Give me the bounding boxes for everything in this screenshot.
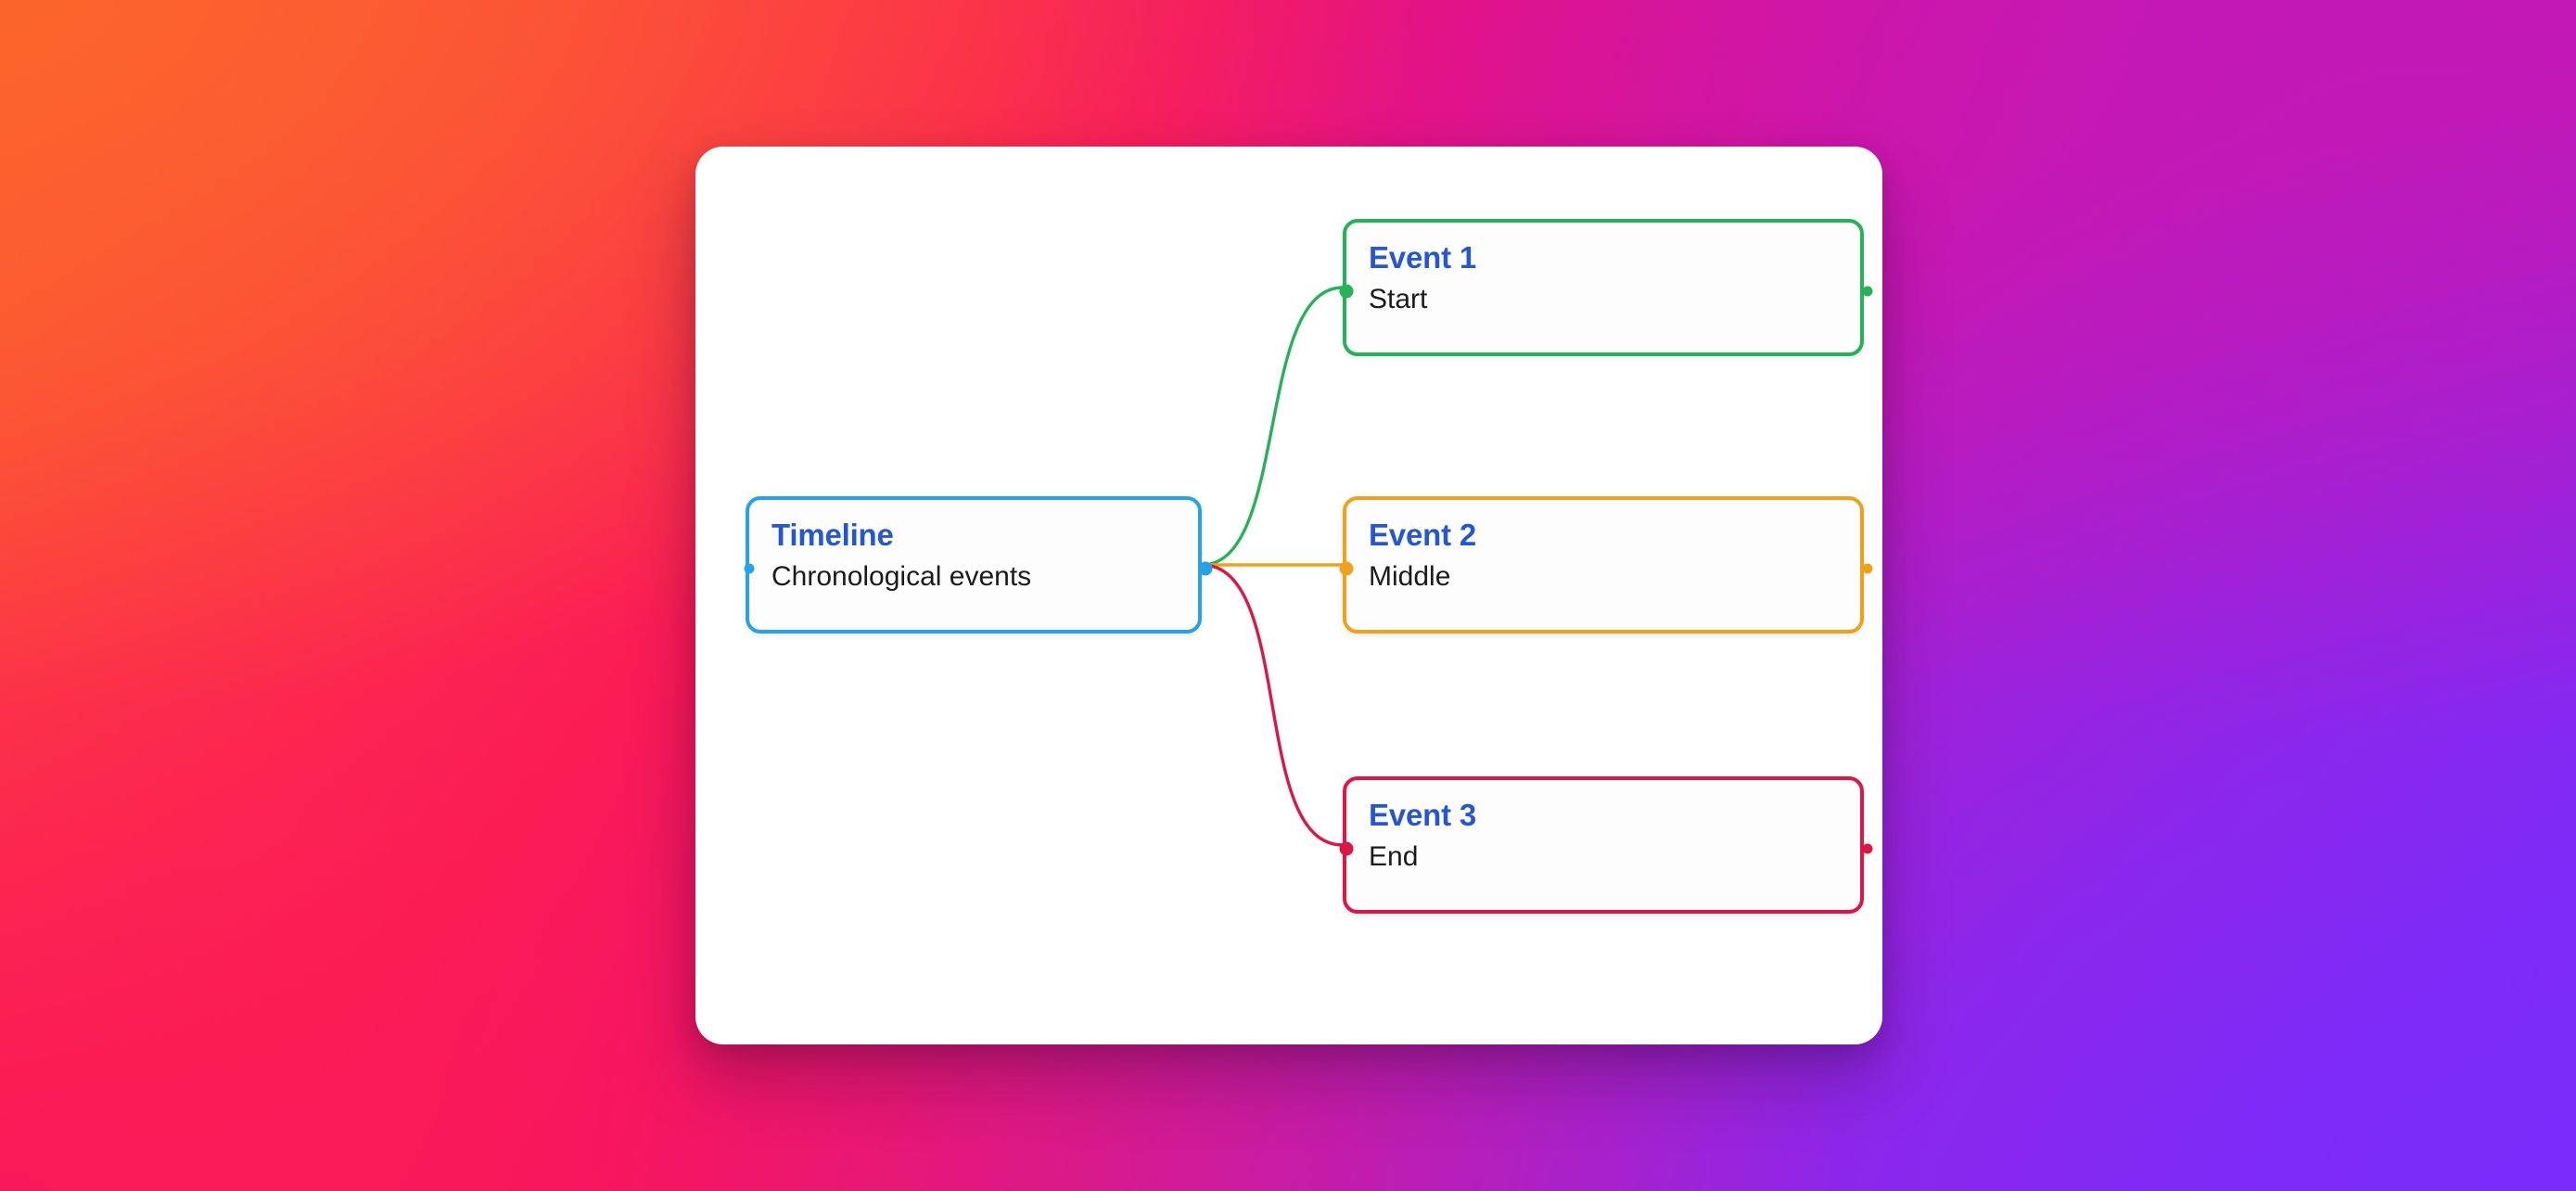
node-root[interactable]: Timeline Chronological events (744, 496, 1213, 634)
handle-root-right[interactable] (1198, 561, 1213, 576)
edge-root-to-event-1 (1200, 286, 1345, 567)
node-root-subtitle: Chronological events (772, 560, 1032, 592)
node-event-1-subtitle: Start (1369, 283, 1428, 314)
node-event-3[interactable]: Event 3 End (1339, 776, 1873, 914)
node-event-2[interactable]: Event 2 Middle (1339, 496, 1873, 634)
node-event-3-subtitle: End (1369, 840, 1419, 872)
handle-event-2-left[interactable] (1339, 561, 1354, 576)
node-event-3-title: Event 3 (1369, 798, 1476, 832)
node-root-title: Timeline (772, 518, 894, 552)
node-event-2-title: Event 2 (1369, 518, 1476, 552)
handle-event-3-left[interactable] (1339, 841, 1354, 856)
diagram-card: Timeline Chronological events Event 1 St… (695, 147, 1882, 1044)
handle-event-1-right[interactable] (1862, 286, 1873, 297)
node-event-2-subtitle: Middle (1369, 560, 1451, 592)
handle-root-left[interactable] (744, 563, 755, 574)
handle-event-2-right[interactable] (1862, 563, 1873, 574)
handle-event-1-left[interactable] (1339, 284, 1354, 299)
edge-root-to-event-3 (1200, 563, 1345, 847)
node-event-1[interactable]: Event 1 Start (1339, 219, 1873, 356)
handle-event-3-right[interactable] (1862, 843, 1873, 854)
flow-canvas[interactable]: Timeline Chronological events Event 1 St… (695, 147, 1882, 1044)
node-event-1-title: Event 1 (1369, 240, 1476, 275)
